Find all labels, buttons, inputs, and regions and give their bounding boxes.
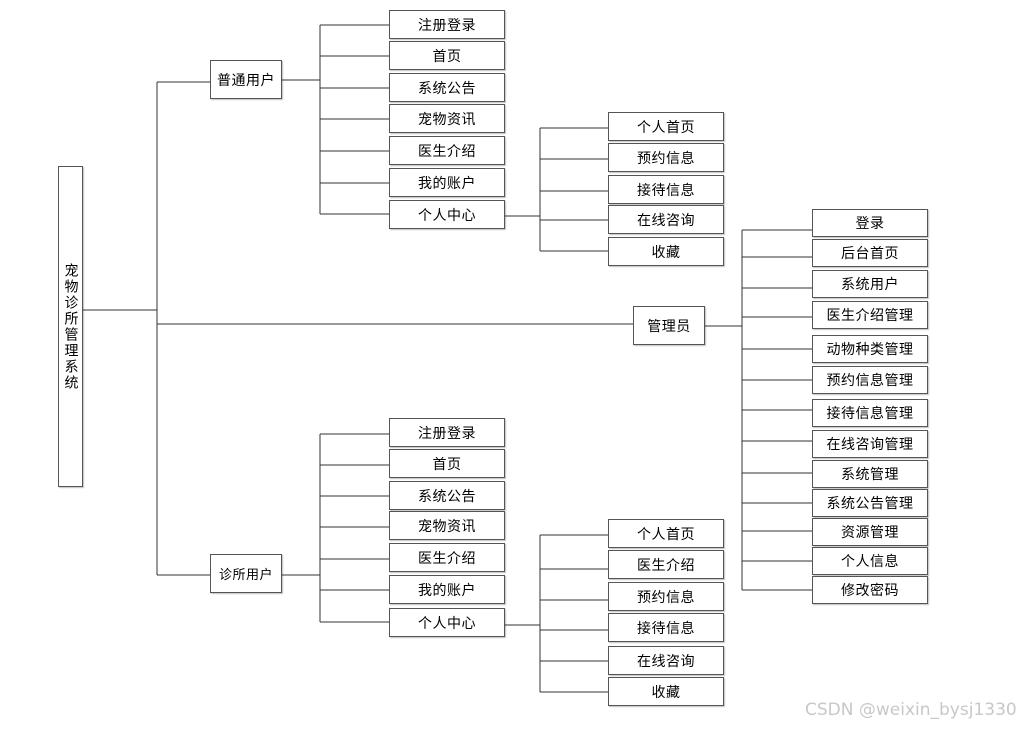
user-item-personal-center: 个人中心 [389, 200, 505, 229]
node-clinic-user: 诊所用户 [210, 554, 282, 593]
admin-item-system-users: 系统用户 [812, 270, 928, 298]
admin-item-dashboard: 后台首页 [812, 239, 928, 267]
admin-item-login: 登录 [812, 209, 928, 237]
clinic-item-notice: 系统公告 [389, 481, 505, 510]
clinic-item-register-login: 注册登录 [389, 418, 505, 447]
user-center-appointments: 预约信息 [608, 143, 724, 172]
user-item-pet-news: 宠物资讯 [389, 104, 505, 133]
user-item-my-account: 我的账户 [389, 168, 505, 197]
admin-item-consult-mgmt: 在线咨询管理 [812, 430, 928, 458]
root-node: 宠物诊所管理系统 [58, 166, 83, 487]
admin-item-personal-info: 个人信息 [812, 547, 928, 575]
clinic-item-doctor-intro: 医生介绍 [389, 543, 505, 572]
user-item-doctor-intro: 医生介绍 [389, 136, 505, 165]
watermark: CSDN @weixin_bysj1330 [805, 700, 1017, 720]
clinic-center-doctor-intro: 医生介绍 [608, 550, 724, 579]
admin-item-change-password: 修改密码 [812, 576, 928, 604]
admin-item-notice-mgmt: 系统公告管理 [812, 489, 928, 517]
user-center-online-consult: 在线咨询 [608, 205, 724, 234]
node-admin: 管理员 [633, 306, 705, 345]
admin-item-appointment-mgmt: 预约信息管理 [812, 366, 928, 394]
user-center-reception: 接待信息 [608, 175, 724, 204]
user-item-notice: 系统公告 [389, 73, 505, 102]
user-center-personal-home: 个人首页 [608, 112, 724, 141]
admin-item-doctor-mgmt: 医生介绍管理 [812, 301, 928, 329]
admin-item-resource-mgmt: 资源管理 [812, 518, 928, 546]
clinic-item-personal-center: 个人中心 [389, 608, 505, 637]
clinic-center-favorites: 收藏 [608, 677, 724, 706]
clinic-item-home: 首页 [389, 449, 505, 478]
clinic-center-appointments: 预约信息 [608, 582, 724, 611]
admin-item-system-mgmt: 系统管理 [812, 460, 928, 488]
clinic-item-my-account: 我的账户 [389, 575, 505, 604]
clinic-center-reception: 接待信息 [608, 613, 724, 642]
clinic-center-personal-home: 个人首页 [608, 519, 724, 548]
user-center-favorites: 收藏 [608, 237, 724, 266]
user-item-home: 首页 [389, 41, 505, 70]
user-item-register-login: 注册登录 [389, 10, 505, 39]
admin-item-reception-mgmt: 接待信息管理 [812, 399, 928, 427]
clinic-center-online-consult: 在线咨询 [608, 646, 724, 675]
admin-item-animal-type-mgmt: 动物种类管理 [812, 335, 928, 363]
clinic-item-pet-news: 宠物资讯 [389, 511, 505, 540]
node-regular-user: 普通用户 [210, 60, 282, 99]
